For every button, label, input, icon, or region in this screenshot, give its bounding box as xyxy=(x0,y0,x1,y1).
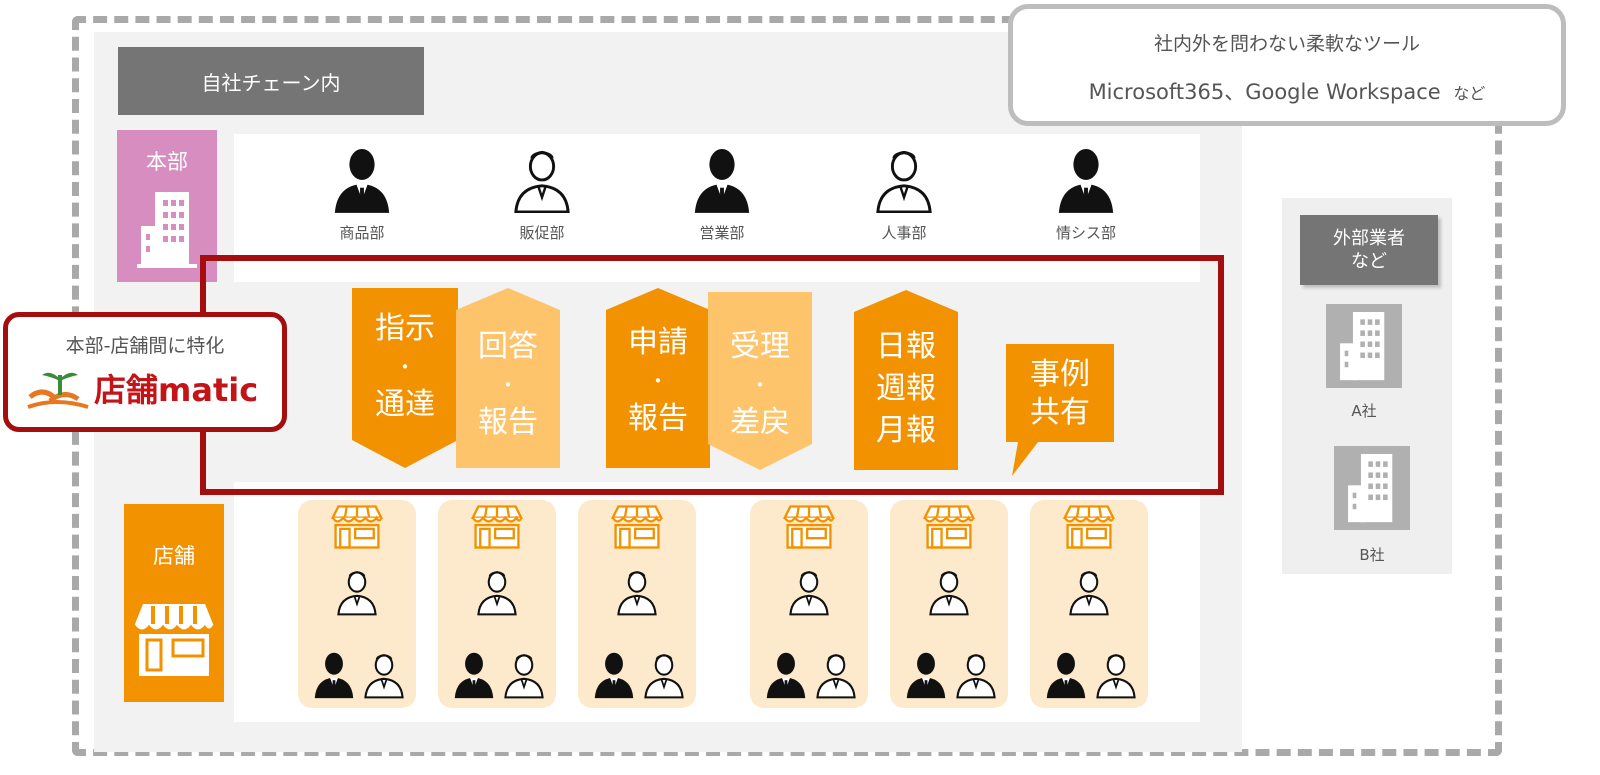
company-a-icon-bg xyxy=(1326,304,1402,388)
store-staff-icon xyxy=(362,646,406,706)
vendors-label-line: 外部業者 xyxy=(1333,228,1405,249)
store-staff-icon xyxy=(904,646,948,706)
tag-instruct-shape xyxy=(352,288,458,468)
department-label: 人事部 xyxy=(881,224,927,242)
tag-receive: 受理 ・ 差戻 xyxy=(708,328,812,442)
tag-share-line: 事例 xyxy=(1030,357,1090,392)
tag-apply: 申請 ・ 報告 xyxy=(606,324,710,438)
tag-receive-line: 差戻 xyxy=(730,405,790,440)
store-staff-card xyxy=(1030,500,1148,708)
storefront-icon xyxy=(134,604,214,676)
building-icon xyxy=(137,192,197,268)
department-label: 営業部 xyxy=(699,224,745,242)
tag-receive-line: 受理 xyxy=(730,329,790,364)
storefront-icon xyxy=(470,504,524,554)
tag-receive-dot: ・ xyxy=(750,373,770,397)
store-staff-card xyxy=(298,500,416,708)
store-staff-icon xyxy=(502,646,546,706)
store-staff-icon xyxy=(592,646,636,706)
tag-instruct-line: 指示 xyxy=(375,311,435,346)
tag-apply-line: 報告 xyxy=(628,401,688,436)
department-label: 情シス部 xyxy=(1055,224,1116,242)
tag-answer: 回答 ・ 報告 xyxy=(456,328,560,442)
department-person-icon xyxy=(691,145,753,217)
storefront-icon xyxy=(1062,504,1116,554)
tag-instruct: 指示 ・ 通達 xyxy=(352,310,458,424)
tools-box: 社内外を問わない柔軟なツール Microsoft365、Google Works… xyxy=(1008,4,1566,126)
vendors-label: 外部業者 など xyxy=(1300,215,1438,285)
store-manager-icon xyxy=(615,564,659,622)
tag-reports-line: 日報 xyxy=(876,329,936,364)
tenpo-matic-callout: 本部-店舗間に特化 店舗matic xyxy=(3,312,287,432)
company-b-icon-bg xyxy=(1334,446,1410,530)
store-staff-icon xyxy=(642,646,686,706)
store-label: 店舗 xyxy=(153,544,195,568)
storefront-icon xyxy=(330,504,384,554)
store-staff-icon xyxy=(312,646,356,706)
department-person-icon xyxy=(873,145,935,217)
tag-answer-dot: ・ xyxy=(498,373,518,397)
store-manager-icon xyxy=(1067,564,1111,622)
chain-label: 自社チェーン内 xyxy=(118,47,424,115)
tag-share: 事例 共有 xyxy=(1006,356,1114,432)
department-person-icon xyxy=(511,145,573,217)
department-label: 販促部 xyxy=(519,224,565,242)
store-staff-card xyxy=(750,500,868,708)
tag-reports-line: 週報 xyxy=(876,371,936,406)
building-icon xyxy=(1340,312,1385,381)
store-staff-icon xyxy=(954,646,998,706)
tag-answer-line: 報告 xyxy=(478,405,538,440)
store-staff-card xyxy=(890,500,1008,708)
tag-instruct-line: 通達 xyxy=(375,387,435,422)
store-staff-icon xyxy=(1094,646,1138,706)
tenpo-matic-logo-text: 店舗matic xyxy=(94,365,258,411)
store-staff-icon xyxy=(1044,646,1088,706)
department-label: 商品部 xyxy=(339,224,385,242)
tag-instruct-dot: ・ xyxy=(395,355,415,379)
callout-caption: 本部-店舗間に特化 xyxy=(65,335,225,357)
tenpo-matic-logo-mark xyxy=(27,372,89,409)
storefront-icon xyxy=(782,504,836,554)
logo-latin: matic xyxy=(158,371,259,409)
company-a-label: A社 xyxy=(1351,402,1377,420)
store-staff-icon xyxy=(452,646,496,706)
tag-apply-dot: ・ xyxy=(648,369,668,393)
store-staff-icon xyxy=(764,646,808,706)
tools-line-2-suffix: など xyxy=(1453,84,1486,103)
tag-reports-shape xyxy=(854,290,958,470)
store-staff-icon xyxy=(814,646,858,706)
storefront-icon xyxy=(922,504,976,554)
store-box: 店舗 xyxy=(124,504,224,702)
tools-line-2: Microsoft365、Google Workspace など xyxy=(1013,76,1561,106)
store-manager-icon xyxy=(335,564,379,622)
department-person-icon xyxy=(331,145,393,217)
tag-apply-shape xyxy=(606,288,710,468)
tag-answer-shape xyxy=(456,288,560,468)
logo-kanji: 店舗 xyxy=(94,371,159,409)
tag-apply-line: 申請 xyxy=(628,325,688,360)
store-manager-icon xyxy=(787,564,831,622)
tag-share-line: 共有 xyxy=(1030,395,1090,430)
storefront-icon xyxy=(610,504,664,554)
store-staff-card xyxy=(578,500,696,708)
tools-line-2-main: Microsoft365、Google Workspace xyxy=(1088,80,1441,104)
store-manager-icon xyxy=(475,564,519,622)
tools-line-1: 社内外を問わない柔軟なツール xyxy=(1153,33,1420,55)
tag-share-shape xyxy=(1006,344,1114,476)
tag-receive-shape xyxy=(708,292,812,470)
vendors-label-line: など xyxy=(1351,251,1387,272)
tag-reports: 日報 週報 月報 xyxy=(854,326,958,452)
store-manager-icon xyxy=(927,564,971,622)
hq-label: 本部 xyxy=(146,150,188,174)
store-staff-card xyxy=(438,500,556,708)
company-b-label: B社 xyxy=(1359,546,1385,564)
tag-answer-line: 回答 xyxy=(478,329,538,364)
tag-reports-line: 月報 xyxy=(876,413,936,448)
building-icon xyxy=(1348,454,1393,523)
department-person-icon xyxy=(1055,145,1117,217)
